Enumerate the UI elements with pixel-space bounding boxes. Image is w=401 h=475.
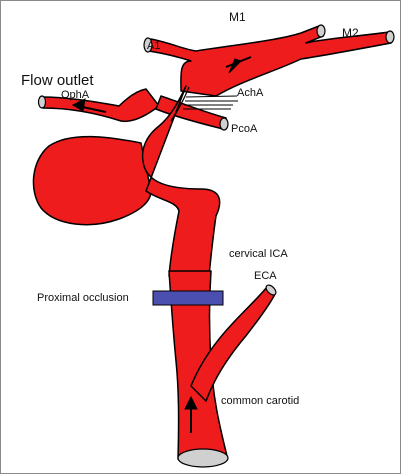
occlusion-band (153, 291, 223, 305)
label-pcoA: PcoA (231, 123, 258, 135)
label-eca: ECA (254, 270, 277, 282)
label-proximal-occlusion: Proximal occlusion (37, 292, 129, 304)
ophthalmic-artery (41, 89, 159, 121)
label-a1: A1 (147, 40, 160, 52)
pcoa-cap (220, 118, 228, 130)
label-m2: M2 (342, 26, 359, 40)
label-achA: AchA (237, 87, 264, 99)
label-cervical-ica: cervical ICA (229, 248, 288, 260)
label-flow-outlet: Flow outlet (21, 72, 94, 89)
m1-cap (317, 25, 325, 37)
m2-cap (386, 31, 394, 43)
label-common-carotid: common carotid (221, 395, 299, 407)
label-m1: M1 (229, 10, 246, 24)
ophA-cap (39, 96, 46, 108)
aneurysm-sac (33, 137, 151, 225)
acha-line-1 (186, 96, 237, 97)
label-ophA: OphA (61, 89, 90, 101)
cca-cap (178, 449, 228, 467)
